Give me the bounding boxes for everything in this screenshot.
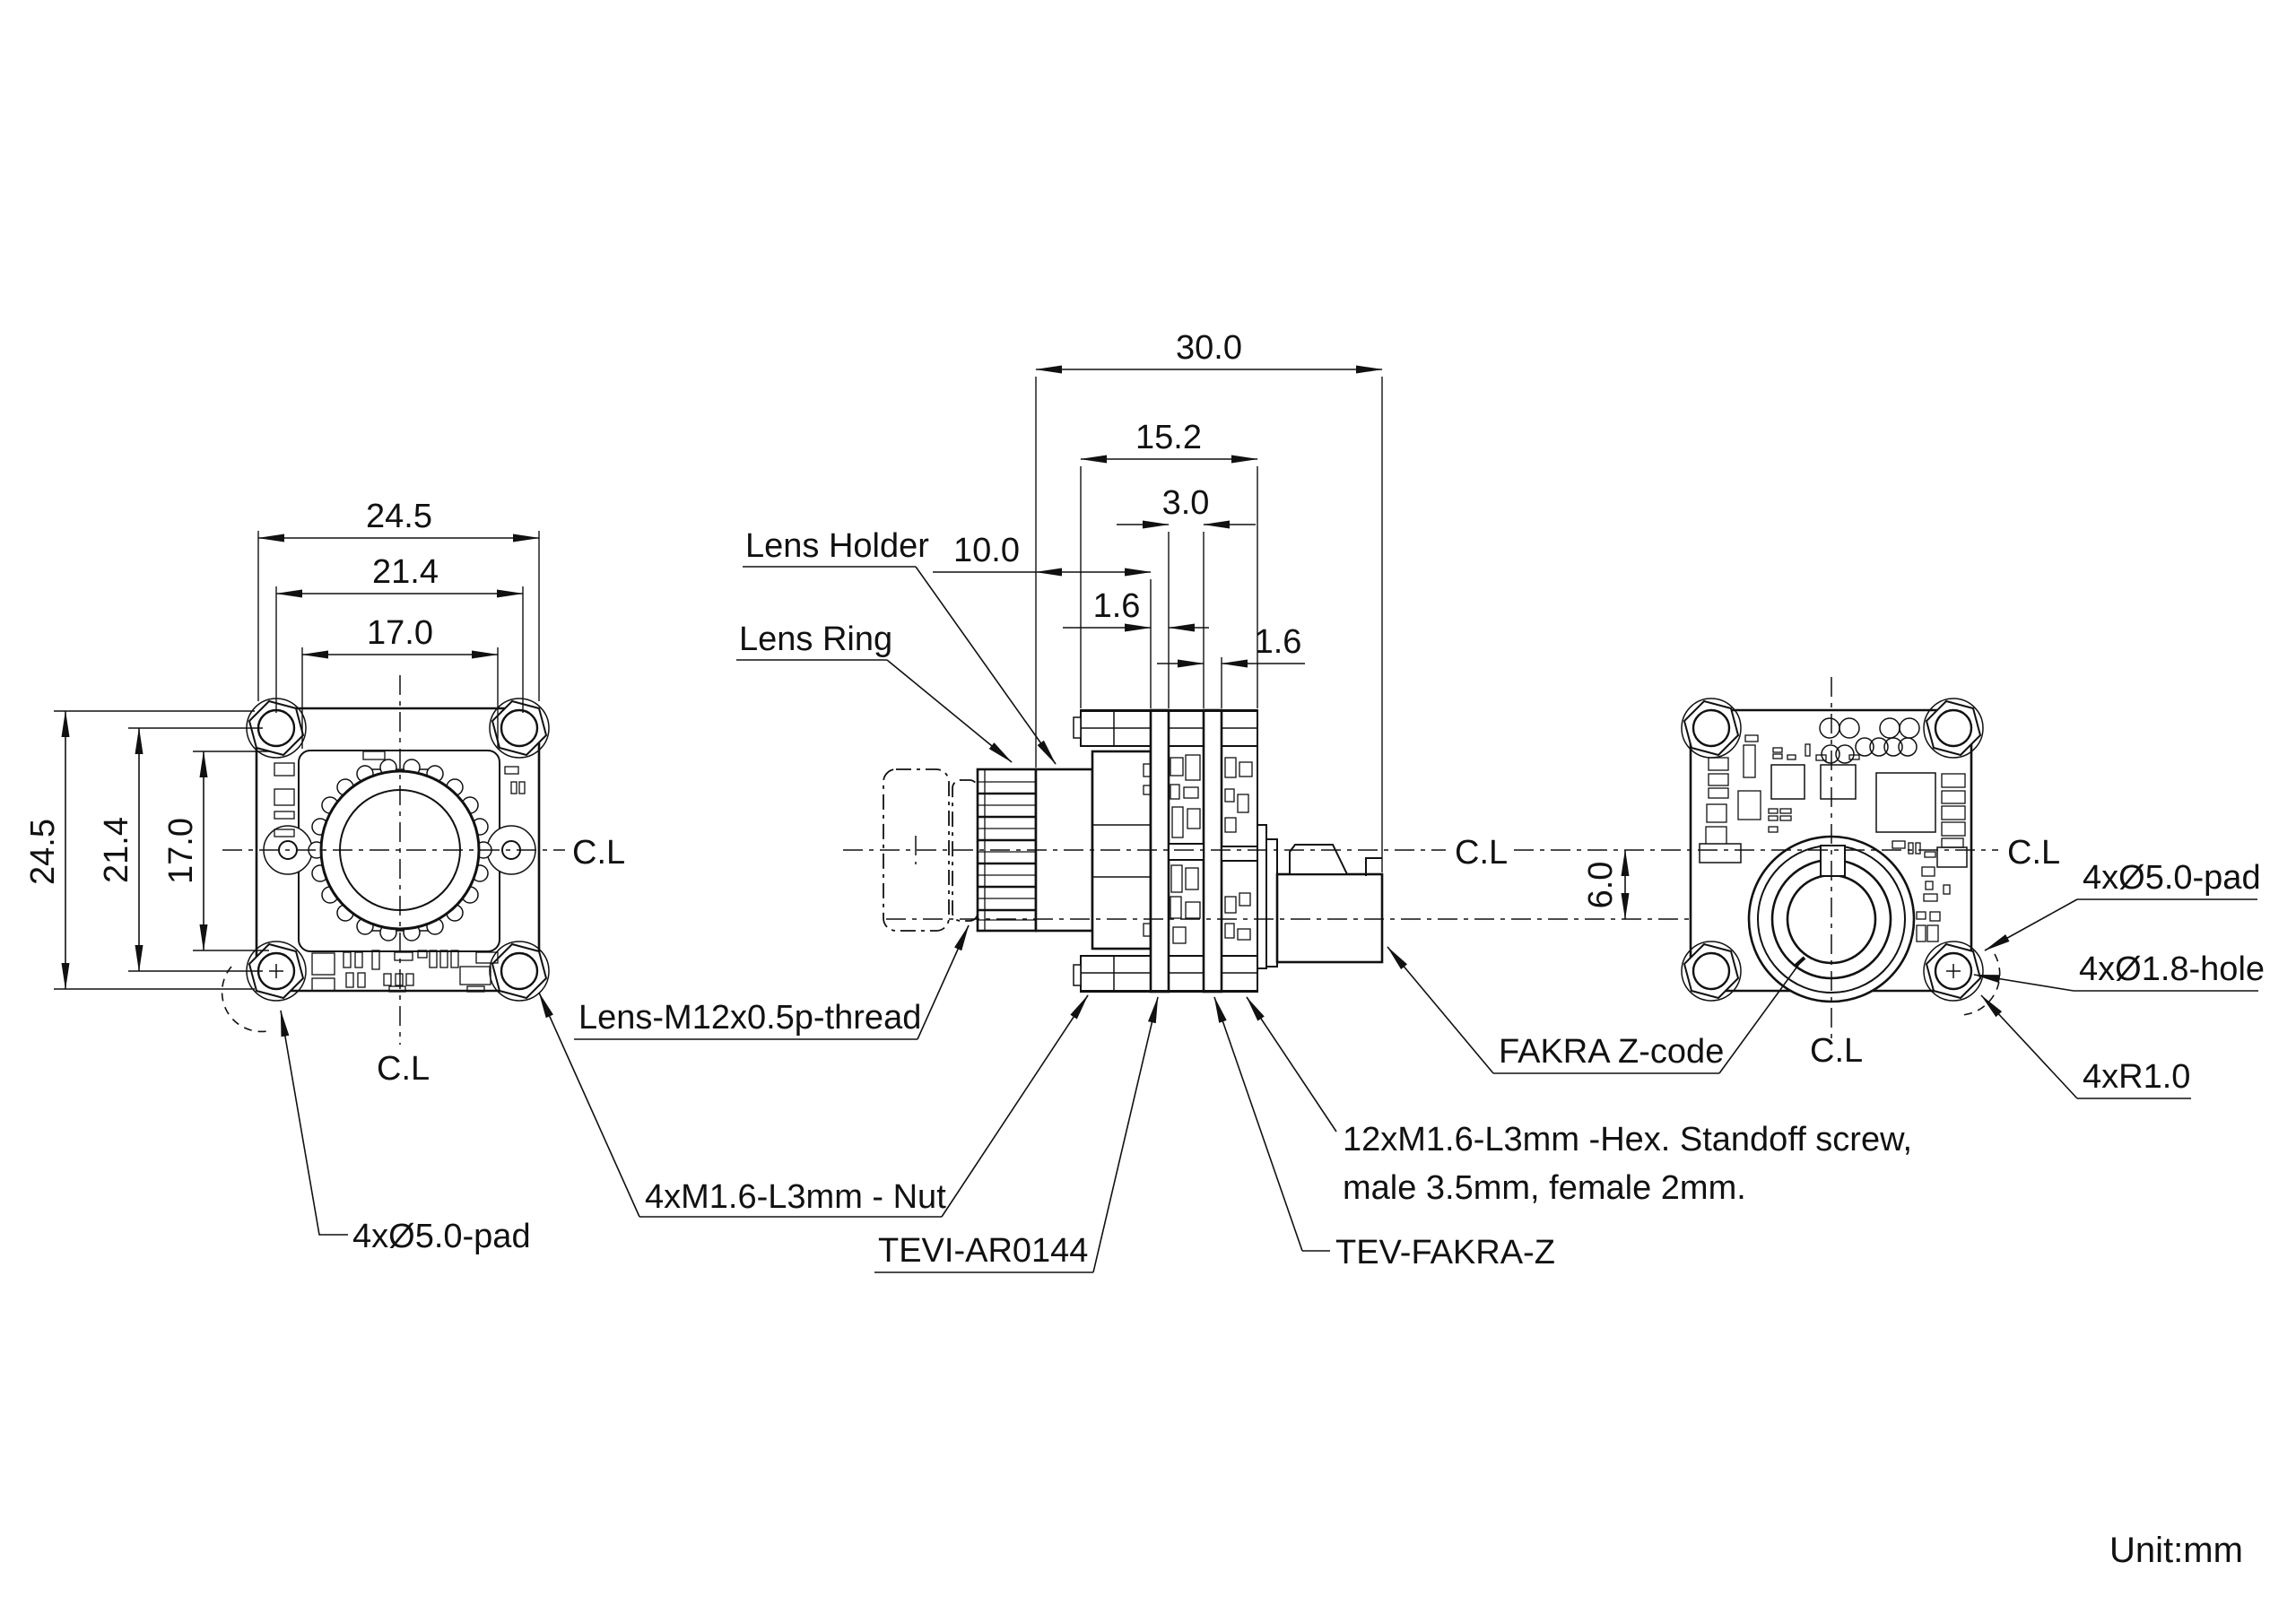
label-rear-pad: 4xØ5.0-pad [1984,859,2261,951]
front-dim-width-pads: 21.4 [275,553,524,713]
svg-text:3.0: 3.0 [1162,484,1210,522]
label-lens-holder: Lens Holder [743,527,1057,765]
front-corner-nuts [248,699,548,1000]
svg-text:10.0: 10.0 [953,532,1020,569]
rear-corner-pads [1681,698,1984,1002]
side-dim-total: 30.0 [1035,329,1383,374]
front-view: C.L C.L 24.5 21.4 17.0 24.5 [24,498,625,1255]
rear-fakra-connector [1747,835,1916,1003]
svg-text:male 3.5mm, female 2mm.: male 3.5mm, female 2mm. [1343,1169,1746,1207]
front-dim-width-holder: 17.0 [301,614,499,749]
side-dim-board1: 1.6 [1063,587,1209,632]
label-lens-ring: Lens Ring [736,620,1013,763]
unit-note: Unit:mm [2109,1531,2243,1570]
svg-text:Lens-M12x0.5p-thread: Lens-M12x0.5p-thread [578,999,921,1037]
svg-text:TEV-FAKRA-Z: TEV-FAKRA-Z [1335,1234,1555,1271]
svg-text:15.2: 15.2 [1135,419,1202,456]
label-rear-board: TEV-FAKRA-Z [1213,996,1555,1271]
rear-corner-nuts [1683,699,1982,1000]
front-corner-radius-arc [221,966,268,1033]
side-cl-label: C.L [1455,834,1508,872]
label-rear-hole: 4xØ1.8-hole [1973,950,2265,992]
front-components [274,762,526,993]
svg-text:1.6: 1.6 [1255,623,1302,661]
svg-text:TEVI-AR0144: TEVI-AR0144 [878,1232,1088,1270]
svg-text:30.0: 30.0 [1176,329,1242,367]
rear-components [1699,717,1968,942]
side-standoff-mid [1168,843,1205,861]
svg-text:4xR1.0: 4xR1.0 [2083,1058,2190,1096]
svg-text:24.5: 24.5 [24,819,62,885]
label-nut: 4xM1.6-L3mm - Nut [538,992,1089,1218]
front-dim-width-outer: 24.5 [257,498,540,701]
side-components [1143,754,1253,944]
front-dim-height-outer: 24.5 [24,710,255,990]
side-dim-depth: 10.0 [933,532,1152,577]
label-front-board: TEVI-AR0144 [874,996,1159,1273]
front-cl-bottom: C.L [377,1050,430,1088]
svg-text:4xØ1.8-hole: 4xØ1.8-hole [2079,950,2265,988]
front-pad-callout: 4xØ5.0-pad [280,1010,531,1255]
svg-text:Lens Ring: Lens Ring [739,620,892,658]
svg-text:4xØ5.0-pad: 4xØ5.0-pad [2083,859,2261,897]
svg-text:21.4: 21.4 [98,817,135,883]
svg-text:FAKRA Z-code: FAKRA Z-code [1499,1033,1724,1071]
side-dim-gap: 3.0 [1117,484,1256,529]
side-dim-board2: 1.6 [1157,623,1305,668]
rear-view: C.L C.L 6.0 FAKRA Z-code 4xØ5.0-pad 4xØ1… [1387,677,2265,1099]
svg-text:6.0: 6.0 [1582,862,1620,909]
label-rear-radius: 4xR1.0 [1980,994,2191,1099]
front-cl-right: C.L [572,834,625,872]
front-dim-height-pads: 21.4 [98,727,263,972]
svg-text:4xM1.6-L3mm - Nut: 4xM1.6-L3mm - Nut [645,1178,946,1216]
label-lens-thread: Lens-M12x0.5p-thread [574,924,970,1040]
side-view: C.L 30.0 15.2 3.0 10.0 [538,329,1937,1273]
rear-cl-bottom: C.L [1810,1032,1863,1070]
rear-cl-right: C.L [2007,834,2060,872]
side-dim-stack: 15.2 [1080,419,1258,464]
side-board-tevi [1149,708,1170,994]
svg-text:Lens Holder: Lens Holder [745,527,929,565]
svg-text:24.5: 24.5 [366,498,432,535]
svg-text:4xØ5.0-pad: 4xØ5.0-pad [352,1218,531,1255]
side-board-fakra [1202,708,1223,994]
svg-text:17.0: 17.0 [367,614,433,652]
svg-text:17.0: 17.0 [162,818,200,884]
label-standoff: 12xM1.6-L3mm -Hex. Standoff screw, male … [1246,996,1912,1207]
side-phantom-ring [952,779,978,922]
side-fakra-connector [1257,824,1384,969]
side-phantom-lens [883,768,950,932]
rear-dim-offset: 6.0 [1582,849,1630,920]
side-standoff-rear [1221,846,1258,862]
front-dim-height-holder: 17.0 [162,751,269,951]
svg-text:21.4: 21.4 [372,553,439,591]
label-fakra: FAKRA Z-code [1387,946,1800,1074]
svg-text:12xM1.6-L3mm -Hex. Standoff sc: 12xM1.6-L3mm -Hex. Standoff screw, [1343,1121,1912,1158]
svg-text:1.6: 1.6 [1093,587,1141,625]
